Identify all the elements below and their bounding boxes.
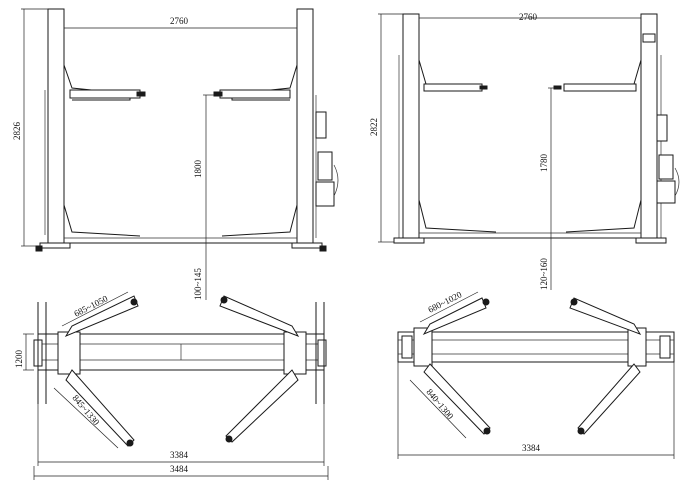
left-pad-100-145: 100~145 bbox=[193, 268, 203, 300]
left-depth-1200: 1200 bbox=[14, 350, 24, 369]
right-width-2760: 2760 bbox=[519, 12, 538, 22]
left-column-left bbox=[47, 8, 65, 244]
right-width-3384: 3384 bbox=[522, 443, 541, 453]
right-pad-120-160: 120~160 bbox=[539, 258, 549, 290]
right-height-2822: 2822 bbox=[369, 118, 379, 136]
right-column-left bbox=[402, 13, 420, 243]
left-width-3384: 3384 bbox=[170, 450, 189, 460]
right-lift-1780: 1780 bbox=[539, 154, 549, 173]
left-top-view: 685~1050 845~1330 1200 3384 3484 bbox=[14, 291, 329, 480]
left-width-3484: 3484 bbox=[170, 464, 189, 474]
left-height-2826: 2826 bbox=[12, 122, 22, 141]
left-width-2760: 2760 bbox=[170, 16, 189, 26]
right-column-right bbox=[640, 13, 658, 243]
left-column-right bbox=[296, 8, 314, 244]
right-front-view: 2760 2822 1780 120~160 bbox=[369, 12, 680, 290]
left-front-view: 2760 2826 1800 100~145 bbox=[12, 8, 339, 300]
right-top-view: 680~1020 840~1300 3384 bbox=[397, 289, 675, 459]
left-lift-1800: 1800 bbox=[193, 160, 203, 179]
